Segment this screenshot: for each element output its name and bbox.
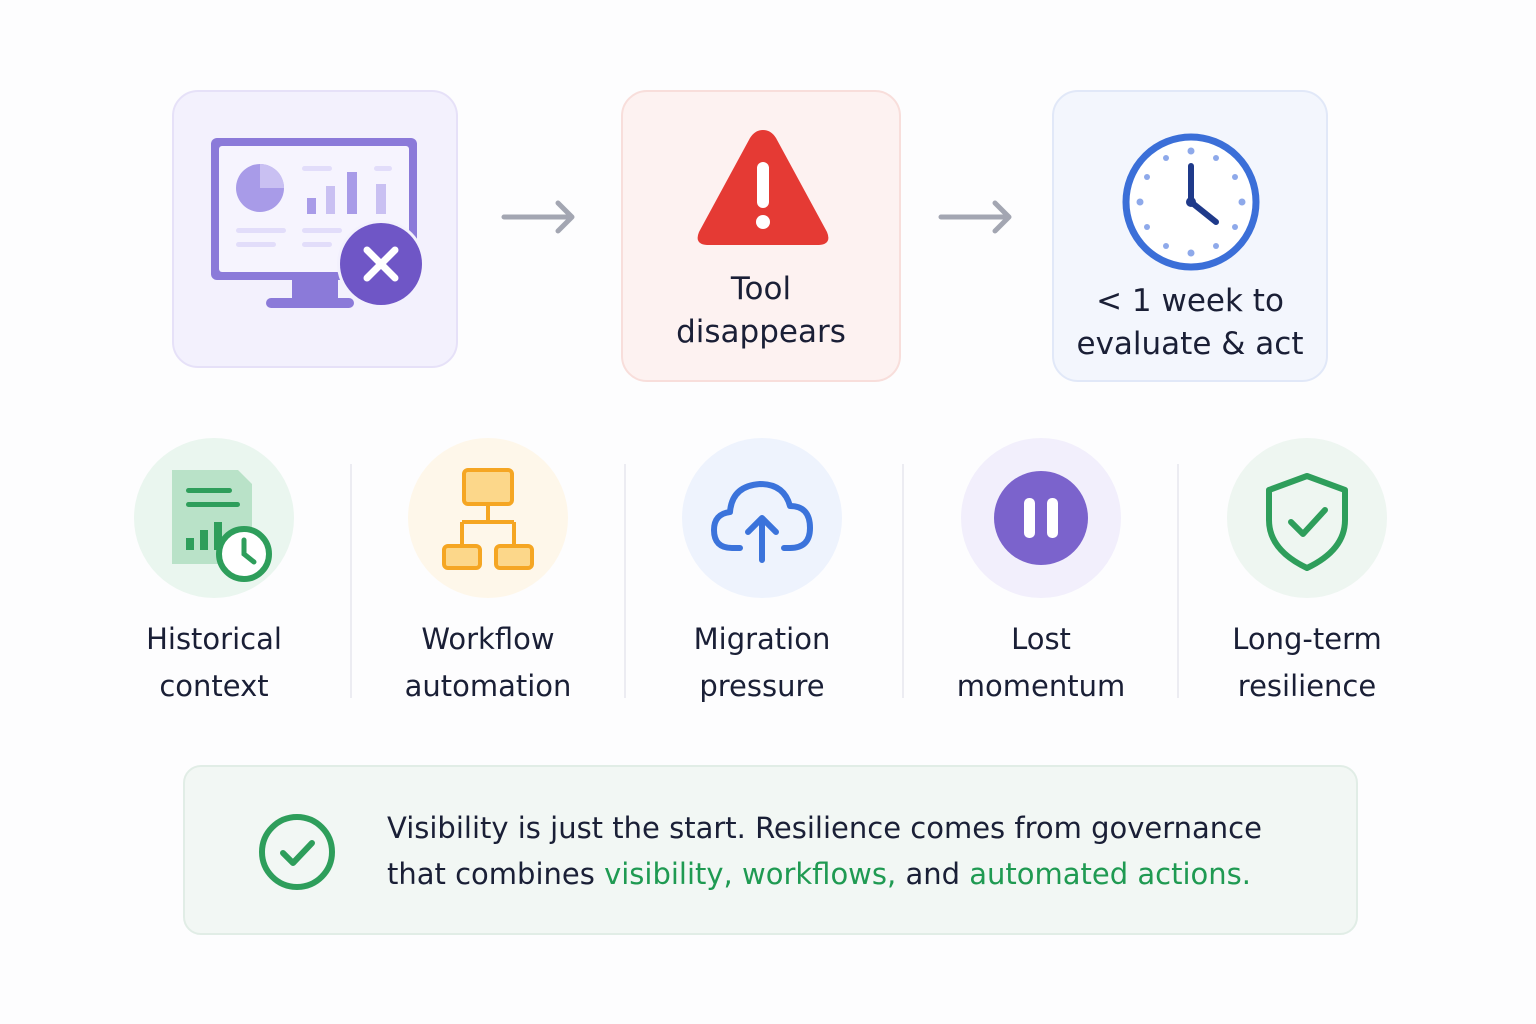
summary-callout: Visibility is just the start. Resilience… xyxy=(183,765,1358,935)
factor-lost-momentum: Lost momentum xyxy=(921,438,1161,710)
pause-icon xyxy=(994,471,1088,565)
step-text: Tool disappears xyxy=(676,271,846,350)
arrow-right-icon xyxy=(501,200,575,234)
divider xyxy=(902,464,904,698)
factor-migration-pressure: Migration pressure xyxy=(642,438,882,710)
clock-icon xyxy=(1122,133,1260,271)
highlight-text: visibility, workflows, xyxy=(604,857,897,891)
workflow-tree-icon xyxy=(442,468,534,570)
summary-mid: and xyxy=(896,857,970,891)
summary-prefix: that combines xyxy=(387,857,605,891)
divider xyxy=(350,464,352,698)
report-clock-icon xyxy=(172,470,272,582)
factor-label: Workflow automation xyxy=(404,622,572,703)
tool-disappears-card: Tool disappears xyxy=(621,90,901,382)
step-text: < 1 week to evaluate & act xyxy=(1076,283,1304,362)
divider xyxy=(624,464,626,698)
monitor-x-icon xyxy=(211,138,425,308)
cloud-upload-icon xyxy=(711,481,813,563)
summary-line-2: that combines visibility, workflows, and… xyxy=(387,851,1347,897)
divider xyxy=(1177,464,1179,698)
shield-check-icon xyxy=(1266,473,1348,571)
factor-label: Migration pressure xyxy=(693,622,831,703)
factor-label: Historical context xyxy=(146,622,282,703)
highlight-text: automated actions. xyxy=(969,857,1251,891)
factor-historical-context: Historical context xyxy=(94,438,334,710)
factor-label: Long-term resilience xyxy=(1232,622,1382,703)
factor-long-term-resilience: Long-term resilience xyxy=(1187,438,1427,710)
factor-workflow-automation: Workflow automation xyxy=(368,438,608,710)
factor-label: Lost momentum xyxy=(956,622,1126,703)
summary-line-1: Visibility is just the start. Resilience… xyxy=(387,811,1262,845)
summary-text: Visibility is just the start. Resilience… xyxy=(387,805,1347,897)
evaluate-window-card: < 1 week to evaluate & act xyxy=(1052,90,1328,382)
warning-icon xyxy=(697,130,829,245)
monitor-card xyxy=(172,90,458,368)
arrow-right-icon xyxy=(938,200,1012,234)
check-circle-icon xyxy=(259,814,335,890)
